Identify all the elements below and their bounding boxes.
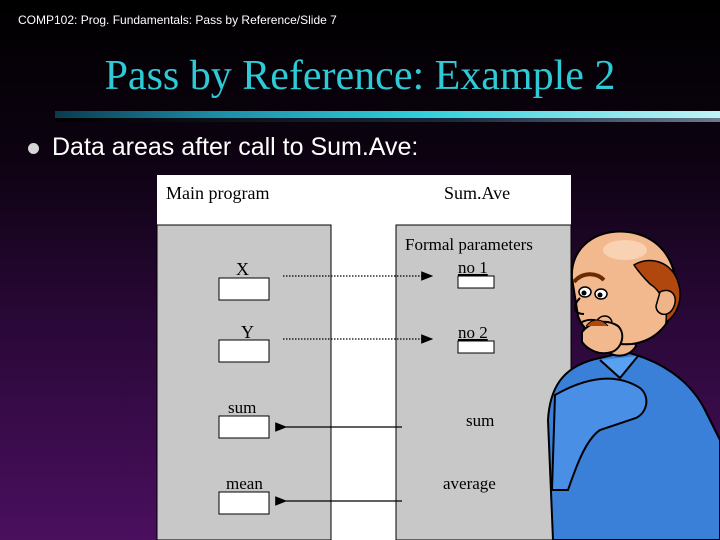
main-var-sum-box bbox=[218, 415, 270, 439]
main-var-sum-label: sum bbox=[228, 398, 256, 417]
sub-var-no2-label: no 2 bbox=[458, 323, 488, 342]
collar bbox=[599, 355, 639, 380]
main-var-x-label: X bbox=[236, 259, 249, 279]
mustache bbox=[585, 319, 609, 327]
main-var-mean-label: mean bbox=[226, 474, 263, 493]
main-var-y-box bbox=[218, 339, 270, 363]
sub-var-no1-label: no 1 bbox=[458, 258, 488, 277]
main-program-label: Main program bbox=[166, 183, 269, 203]
main-var-x-box bbox=[218, 277, 270, 301]
shirt-arm bbox=[550, 377, 648, 491]
formal-parameters-label: Formal parameters bbox=[405, 235, 533, 254]
sum-ave-label: Sum.Ave bbox=[444, 183, 510, 203]
slide-title: Pass by Reference: Example 2 bbox=[104, 53, 616, 99]
sub-var-sum-label: sum bbox=[466, 411, 494, 430]
main-var-mean-box bbox=[218, 491, 270, 515]
eyebrow bbox=[572, 272, 606, 284]
title-rule-shadow bbox=[55, 118, 720, 122]
bullet-icon bbox=[28, 143, 39, 154]
slide-header: COMP102: Prog. Fundamentals: Pass by Ref… bbox=[18, 13, 337, 27]
hand bbox=[581, 320, 624, 355]
title-rule bbox=[55, 111, 720, 118]
ear bbox=[655, 289, 676, 316]
sub-var-average-label: average bbox=[443, 474, 496, 493]
nose bbox=[574, 297, 585, 315]
main-var-y-label: Y bbox=[241, 322, 254, 342]
head-shine bbox=[603, 240, 647, 260]
sub-var-no1-box bbox=[457, 275, 495, 289]
sub-var-no2-box bbox=[457, 340, 495, 354]
pupil-left bbox=[581, 290, 587, 296]
bullet-text: Data areas after call to Sum.Ave: bbox=[52, 133, 419, 161]
pupil-right bbox=[597, 292, 603, 298]
